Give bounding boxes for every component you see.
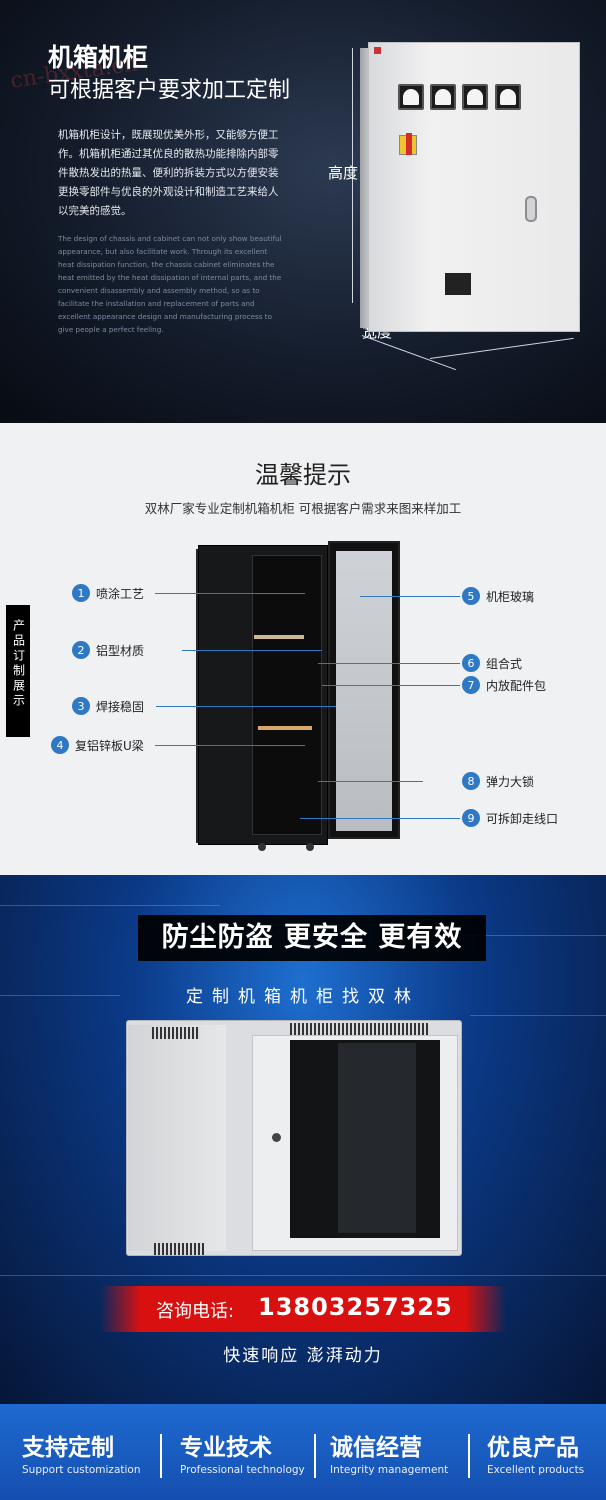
- callout-1: 1 喷涂工艺: [72, 584, 144, 602]
- door-handle-icon: [525, 196, 537, 222]
- lock-icon: [272, 1133, 281, 1142]
- circuit-line: [0, 1275, 606, 1276]
- box-label-icon: [374, 47, 381, 54]
- wall-cabinet-side: [128, 1025, 226, 1251]
- feature-divider: [160, 1434, 162, 1478]
- feature-divider: [468, 1434, 470, 1478]
- callout-line: [360, 596, 460, 597]
- side-tag-text: 产品订制展示: [11, 619, 26, 709]
- callout-4: 4 复铝锌板U梁: [51, 736, 144, 754]
- callout-line: [318, 781, 423, 782]
- response-slogan: 快速响应 澎湃动力: [223, 1346, 383, 1366]
- callout-line: [155, 593, 305, 594]
- wall-cabinet-interior: [338, 1043, 416, 1233]
- callout-label: 弹力大锁: [486, 774, 535, 789]
- headline-banner: 防尘防盗 更安全 更有效: [138, 915, 486, 961]
- circuit-line: [0, 905, 220, 906]
- callout-label: 可拆卸走线口: [486, 811, 559, 826]
- headline-text: 防尘防盗 更安全 更有效: [161, 922, 463, 953]
- callout-label: 焊接稳固: [96, 699, 145, 714]
- rotary-switch-icon: [399, 133, 417, 155]
- callout-line: [322, 685, 460, 686]
- product-showcase-tag: 产品订制展示: [6, 605, 30, 737]
- wheel-icon: [306, 843, 314, 851]
- callout-line: [156, 706, 336, 707]
- callout-number: 2: [72, 641, 90, 659]
- callout-number: 4: [51, 736, 69, 754]
- tagline-text: 定制机箱机柜找双林: [186, 987, 420, 1007]
- callout-label: 机柜玻璃: [486, 589, 535, 604]
- callout-number: 9: [462, 809, 480, 827]
- callout-8: 8 弹力大锁: [462, 772, 534, 790]
- callout-line: [300, 818, 460, 819]
- callout-number: 1: [72, 584, 90, 602]
- callout-number: 5: [462, 587, 480, 605]
- nameplate-icon: [445, 273, 471, 295]
- tips-title: 温馨提示: [255, 461, 351, 489]
- vent-icon: [290, 1023, 430, 1035]
- phone-label: 咨询电话:: [156, 1301, 235, 1322]
- meter-icon: [430, 84, 456, 110]
- circuit-line: [380, 935, 606, 936]
- feature-item: 支持定制 Support customization: [22, 1428, 141, 1476]
- wheel-icon: [258, 843, 266, 851]
- hero-description-en: The design of chassis and cabinet can no…: [58, 234, 282, 334]
- features-bar: 支持定制 Support customization 专业技术 Professi…: [0, 1404, 606, 1500]
- feature-item: 专业技术 Professional technology: [180, 1428, 305, 1476]
- tips-subtitle: 双林厂家专业定制机箱机柜 可根据客户需求来图来样加工: [144, 501, 462, 516]
- feature-subtitle: Excellent products: [487, 1464, 585, 1476]
- feature-title: 诚信经营: [330, 1435, 422, 1461]
- feature-item: 诚信经营 Integrity management: [330, 1428, 448, 1476]
- callout-number: 7: [462, 676, 480, 694]
- callout-7: 7 内放配件包: [462, 676, 546, 694]
- promo-section: 防尘防盗 更安全 更有效 定制机箱机柜找双林 咨询电话: 13803257325…: [0, 875, 606, 1404]
- feature-item: 优良产品 Excellent products: [487, 1428, 584, 1476]
- callout-line: [182, 650, 322, 651]
- callout-5: 5 机柜玻璃: [462, 587, 534, 605]
- callout-label: 复铝锌板U梁: [75, 738, 144, 753]
- callout-number: 8: [462, 772, 480, 790]
- height-label: 高度: [328, 164, 359, 182]
- feature-title: 优良产品: [487, 1435, 579, 1461]
- callout-label: 内放配件包: [486, 678, 547, 693]
- feature-title: 专业技术: [180, 1435, 272, 1461]
- phone-banner: 咨询电话: 13803257325: [100, 1286, 506, 1332]
- feature-subtitle: Integrity management: [330, 1464, 449, 1476]
- callout-9: 9 可拆卸走线口: [462, 809, 558, 827]
- vent-icon: [154, 1243, 204, 1255]
- circuit-line: [470, 1015, 606, 1016]
- meter-icon: [495, 84, 521, 110]
- feature-title: 支持定制: [22, 1435, 114, 1461]
- callout-line: [318, 663, 460, 664]
- callout-number: 3: [72, 697, 90, 715]
- callout-2: 2 铝型材质: [72, 641, 144, 659]
- rack-glass-panel: [336, 551, 392, 831]
- rack-interior: [252, 555, 322, 835]
- callout-3: 3 焊接稳固: [72, 697, 144, 715]
- tips-section: 温馨提示 双林厂家专业定制机箱机柜 可根据客户需求来图来样加工 产品订制展示 1…: [0, 423, 606, 875]
- callout-number: 6: [462, 654, 480, 672]
- height-dimension-line: [352, 48, 353, 303]
- hero-description: 机箱机柜设计，既展现优美外形，又能够方便工作。机箱机柜通过其优良的散热功能排除内…: [58, 129, 279, 217]
- feature-subtitle: Professional technology: [180, 1464, 305, 1476]
- callout-label: 铝型材质: [96, 643, 145, 658]
- depth-dimension-line: [429, 337, 574, 359]
- hero-title: 机箱机柜: [48, 43, 149, 72]
- phone-number[interactable]: 13803257325: [258, 1293, 453, 1321]
- feature-divider: [314, 1434, 316, 1478]
- callout-6: 6 组合式: [462, 654, 522, 672]
- callout-label: 喷涂工艺: [96, 586, 145, 601]
- callout-label: 组合式: [486, 656, 523, 671]
- rack-shelf: [258, 726, 312, 730]
- meter-icon: [462, 84, 488, 110]
- electrical-box-side: [360, 48, 370, 328]
- rack-shelf: [254, 635, 304, 639]
- circuit-line: [0, 995, 120, 996]
- meter-icon: [398, 84, 424, 110]
- hero-subtitle: 可根据客户要求加工定制: [48, 78, 291, 103]
- feature-subtitle: Support customization: [22, 1464, 141, 1476]
- callout-line: [155, 745, 305, 746]
- vent-icon: [152, 1027, 200, 1039]
- hero-section: cn-bxxta.cn 机箱机柜 可根据客户要求加工定制 机箱机柜设计，既展现优…: [0, 0, 606, 423]
